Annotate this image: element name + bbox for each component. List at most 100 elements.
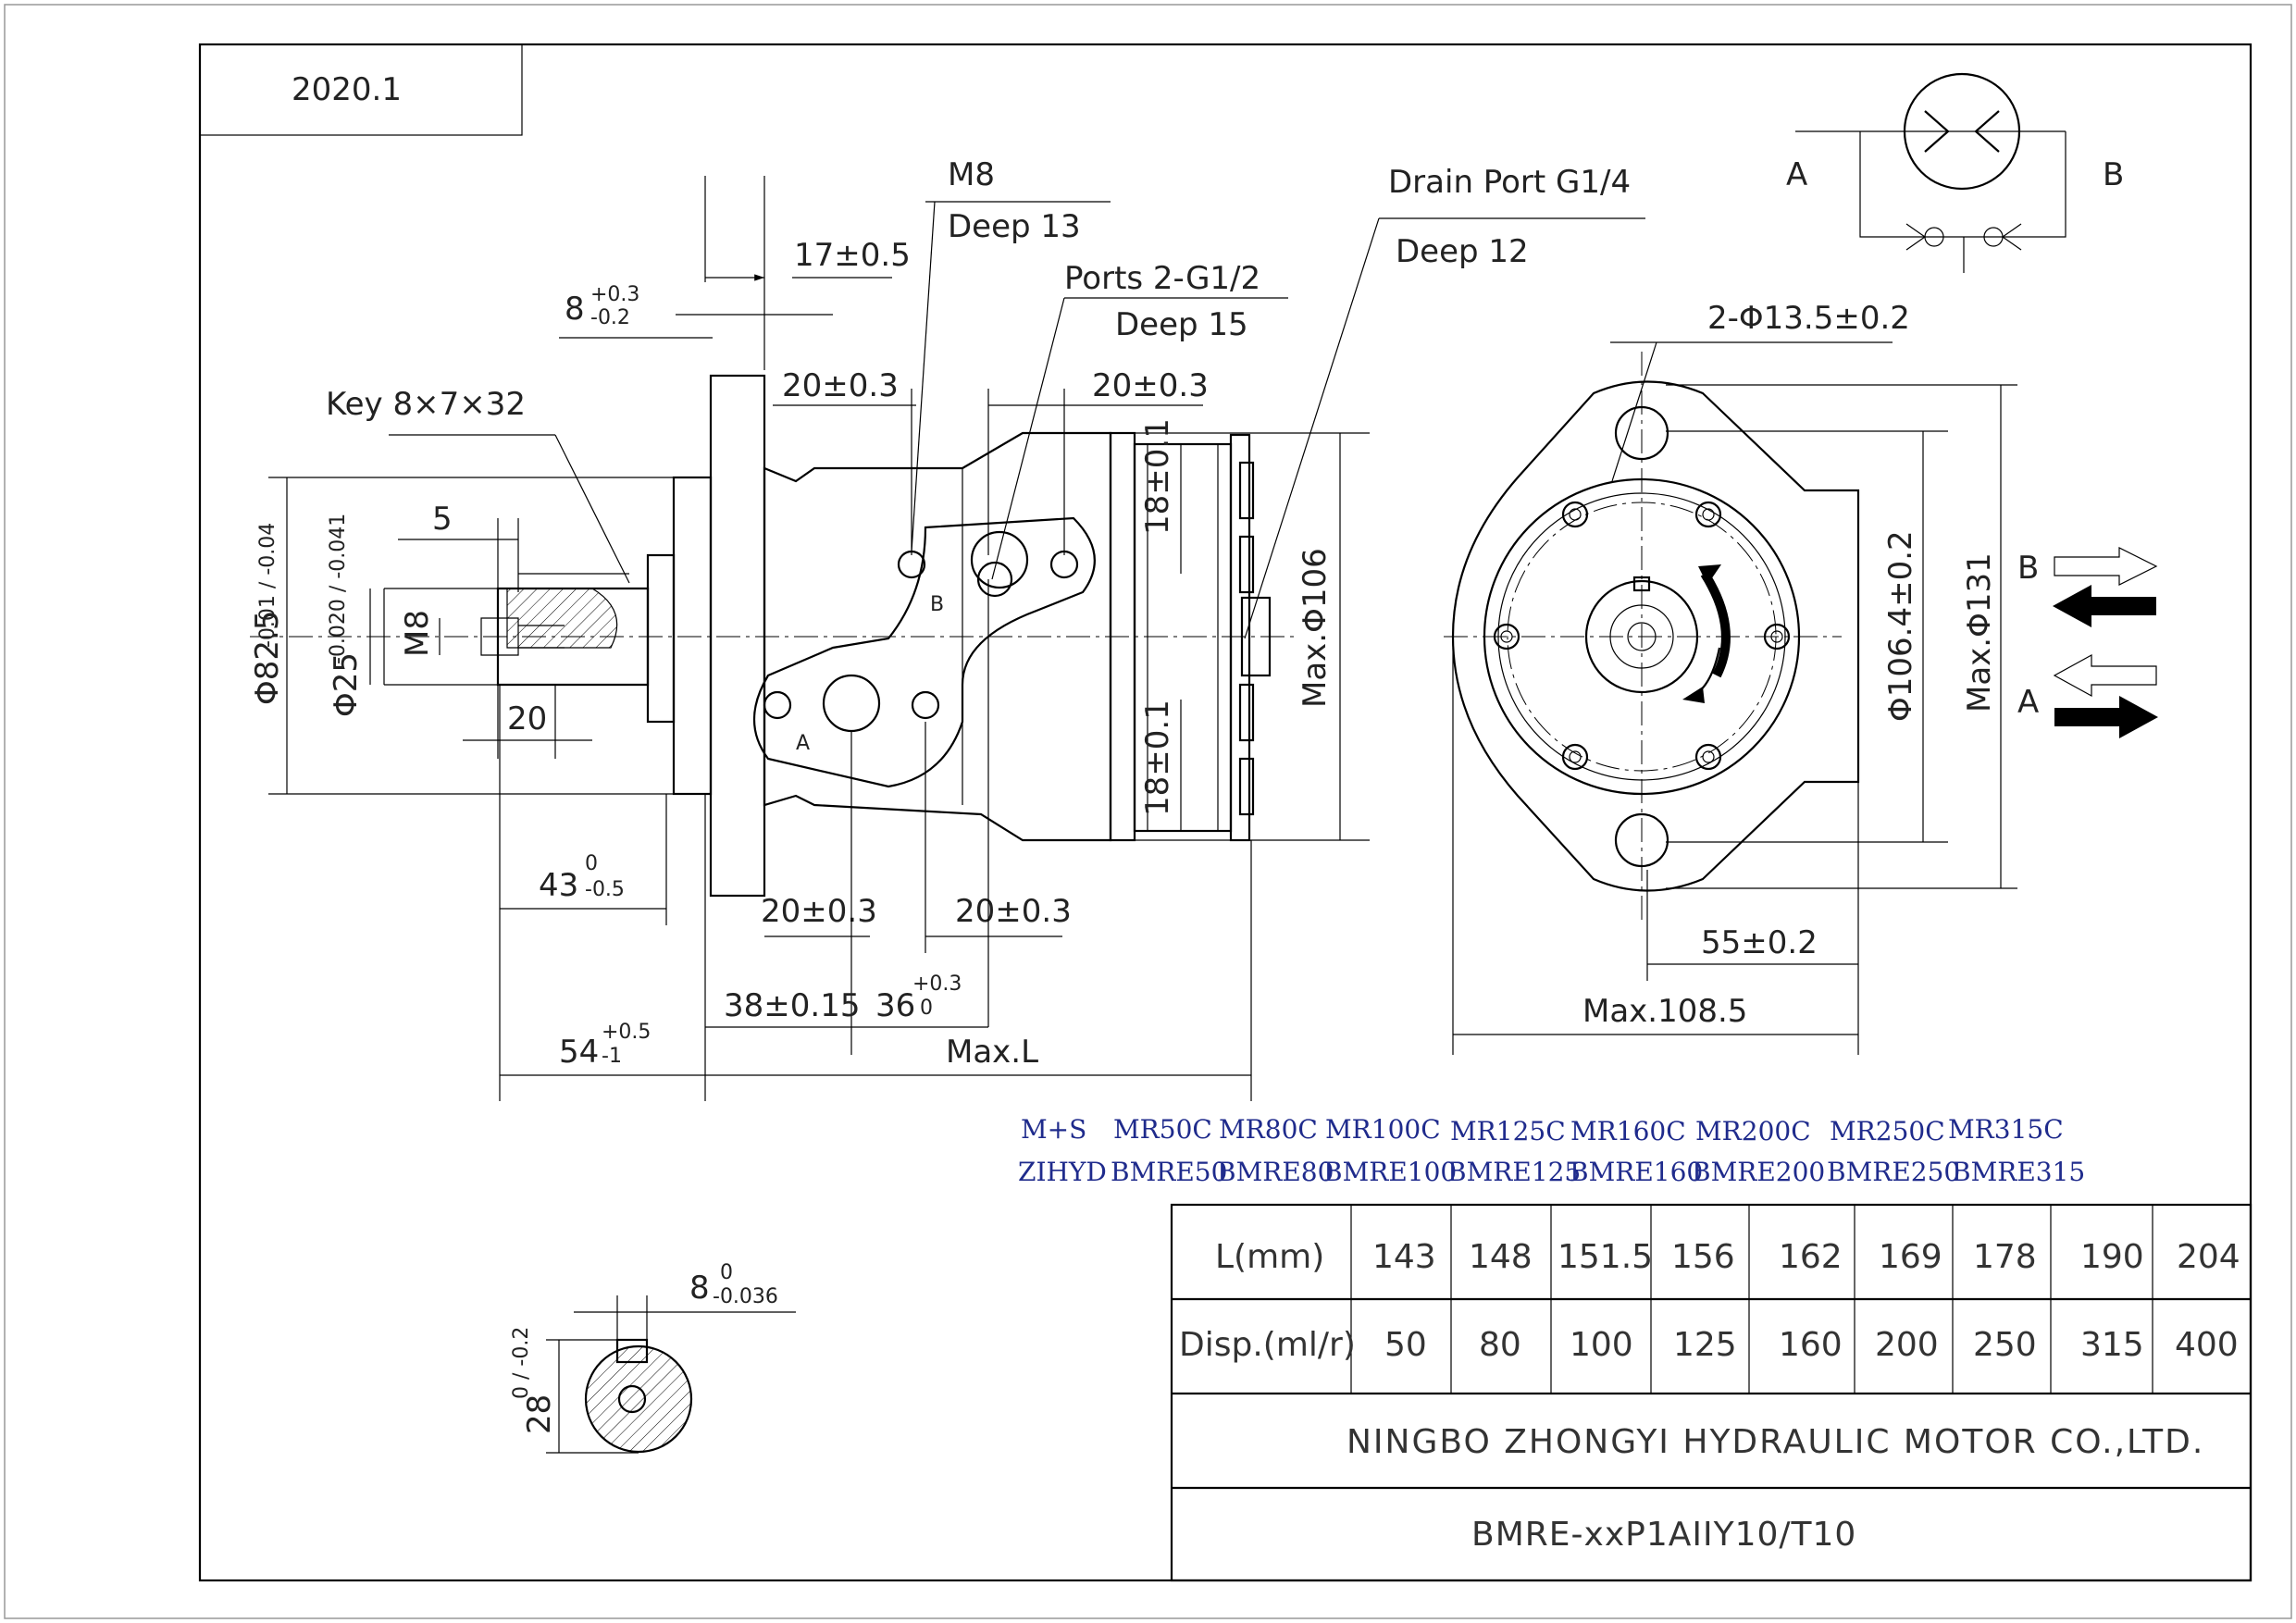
flow-label-a: A xyxy=(2017,684,2039,721)
dim-8: 8 xyxy=(565,291,585,328)
side-port-a: A xyxy=(796,732,810,755)
table-l-5: 169 xyxy=(1879,1238,1942,1276)
dim-m8-shaft: M8 xyxy=(399,610,436,657)
table-l-3: 156 xyxy=(1671,1238,1735,1276)
dim-36: 36 xyxy=(875,987,915,1024)
dim-5: 5 xyxy=(432,501,453,538)
front-dimensions: 2-Φ13.5±0.2 Max.Φ131 Φ106.4±0.2 55±0.2 M… xyxy=(1452,300,2017,1055)
dim-18b: 18±0.1 xyxy=(1139,700,1176,816)
dim-8-tol-up: +0.3 xyxy=(590,283,639,306)
table-l-0: 143 xyxy=(1372,1238,1436,1276)
dim-54: 54 xyxy=(559,1034,599,1071)
dim-17: 17±0.5 xyxy=(794,237,911,274)
series-row2-4: BMRE160 xyxy=(1570,1157,1703,1187)
dim-20a: 20±0.3 xyxy=(782,367,899,404)
dim-55: 55±0.2 xyxy=(1701,924,1818,961)
table-disp-label: Disp.(ml/r) xyxy=(1179,1326,1356,1364)
label-deep13: Deep 13 xyxy=(948,208,1081,245)
side-port-b: B xyxy=(930,593,944,616)
dim-18a: 18±0.1 xyxy=(1139,418,1176,535)
series-names: M+S ZIHYD MR50C MR80C MR100C MR125C MR16… xyxy=(1018,1114,2085,1187)
label-deep15: Deep 15 xyxy=(1115,306,1248,343)
dia-82-5-tol: -0.01 / -0.04 xyxy=(256,523,279,648)
dim-20-shaft: 20 xyxy=(507,700,547,737)
dim-38: 38±0.15 xyxy=(724,987,860,1024)
flow-label-b: B xyxy=(2017,550,2039,587)
series-row2-6: BMRE250 xyxy=(1827,1157,1960,1187)
date-text: 2020.1 xyxy=(292,71,402,108)
dia-82-5: Φ82.5 xyxy=(249,611,286,705)
table-l-1: 148 xyxy=(1469,1238,1533,1276)
dim-54-tol-up: +0.5 xyxy=(602,1021,651,1044)
series-row1-4: MR160C xyxy=(1570,1116,1686,1146)
hydraulic-symbol: A B xyxy=(1786,72,2124,273)
label-ports: Ports 2-G1/2 xyxy=(1064,260,1260,297)
table-l-8: 204 xyxy=(2177,1238,2240,1276)
bolt-circle xyxy=(1493,501,1791,771)
table-disp-7: 315 xyxy=(2080,1326,2144,1364)
table-disp-0: 50 xyxy=(1384,1326,1427,1364)
series-row2-2: BMRE100 xyxy=(1323,1157,1457,1187)
key-height: 28 xyxy=(521,1394,558,1434)
dia-25: Φ25 xyxy=(328,652,365,717)
company-name: NINGBO ZHONGYI HYDRAULIC MOTOR CO.,LTD. xyxy=(1347,1423,2204,1461)
table-l-6: 178 xyxy=(1973,1238,2037,1276)
series-row1-5: MR200C xyxy=(1695,1116,1811,1146)
series-row2-3: BMRE125 xyxy=(1447,1157,1581,1187)
dim-43-tol-dn: -0.5 xyxy=(585,878,625,901)
table-l-label: L(mm) xyxy=(1215,1238,1324,1276)
symbol-label-a: A xyxy=(1786,156,1807,193)
key-width: 8 xyxy=(689,1270,710,1307)
series-row1-2: MR100C xyxy=(1325,1114,1441,1145)
dia-106-4: Φ106.4±0.2 xyxy=(1882,530,1919,722)
label-holes: 2-Φ13.5±0.2 xyxy=(1707,300,1910,337)
date-box xyxy=(199,43,523,136)
model-code: BMRE-xxP1AIIY10/T10 xyxy=(1471,1516,1856,1554)
table-disp-5: 200 xyxy=(1875,1326,1939,1364)
series-row1-label: M+S xyxy=(1021,1114,1086,1145)
dim-43-tol-up: 0 xyxy=(585,852,598,875)
key-width-tol-dn: -0.036 xyxy=(713,1285,778,1308)
series-row1-6: MR250C xyxy=(1830,1116,1945,1146)
table-disp-2: 100 xyxy=(1570,1326,1633,1364)
max-131: Max.Φ131 xyxy=(1961,552,1998,712)
series-row2-0: BMRE50 xyxy=(1111,1157,1227,1187)
series-row2-7: BMRE315 xyxy=(1952,1157,2085,1187)
symbol-label-b: B xyxy=(2103,156,2124,193)
label-drain-port: Drain Port G1/4 xyxy=(1388,164,1631,201)
side-dimensions: 17±0.5 8 +0.3 -0.2 M8 Deep 13 Ports 2-G1… xyxy=(249,156,1645,1101)
outer-frame xyxy=(4,4,2292,1619)
side-view: B A xyxy=(250,374,1296,898)
label-m8: M8 xyxy=(948,156,995,193)
spec-table: L(mm) Disp.(ml/r) 143 148 151.5 156 162 … xyxy=(1170,1203,2253,1582)
rotation-arrow xyxy=(1700,571,1731,678)
series-row2-5: BMRE200 xyxy=(1692,1157,1825,1187)
series-row1-0: MR50C xyxy=(1113,1114,1212,1145)
table-disp-4: 160 xyxy=(1779,1326,1843,1364)
dim-8-tol-dn: -0.2 xyxy=(590,306,630,329)
series-row2-1: BMRE80 xyxy=(1217,1157,1334,1187)
series-row1-3: MR125C xyxy=(1450,1116,1566,1146)
dim-20d: 20±0.3 xyxy=(955,893,1072,930)
table-disp-1: 80 xyxy=(1479,1326,1521,1364)
key-height-tol: 0 / -0.2 xyxy=(510,1327,533,1399)
series-row1-7: MR315C xyxy=(1948,1114,2064,1145)
dim-36-tol-up: +0.3 xyxy=(912,973,962,996)
dim-20c: 20±0.3 xyxy=(761,893,877,930)
max-106: Max.Φ106 xyxy=(1297,548,1334,708)
table-disp-8: 400 xyxy=(2175,1326,2239,1364)
dia-25-tol: -0.020 / -0.041 xyxy=(327,514,350,664)
flow-arrows: B A xyxy=(2017,547,2158,738)
table-disp-3: 125 xyxy=(1673,1326,1737,1364)
key-section: 8 0 -0.036 28 0 / -0.2 xyxy=(510,1261,796,1454)
key-width-tol-up: 0 xyxy=(720,1261,733,1284)
label-deep12: Deep 12 xyxy=(1396,233,1529,270)
max-l: Max.L xyxy=(946,1034,1038,1071)
table-l-7: 190 xyxy=(2080,1238,2144,1276)
dim-20b: 20±0.3 xyxy=(1092,367,1209,404)
table-l-2: 151.5 xyxy=(1558,1238,1653,1276)
label-key: Key 8×7×32 xyxy=(326,386,526,423)
dim-54-tol-dn: -1 xyxy=(602,1045,622,1068)
table-l-4: 162 xyxy=(1779,1238,1843,1276)
